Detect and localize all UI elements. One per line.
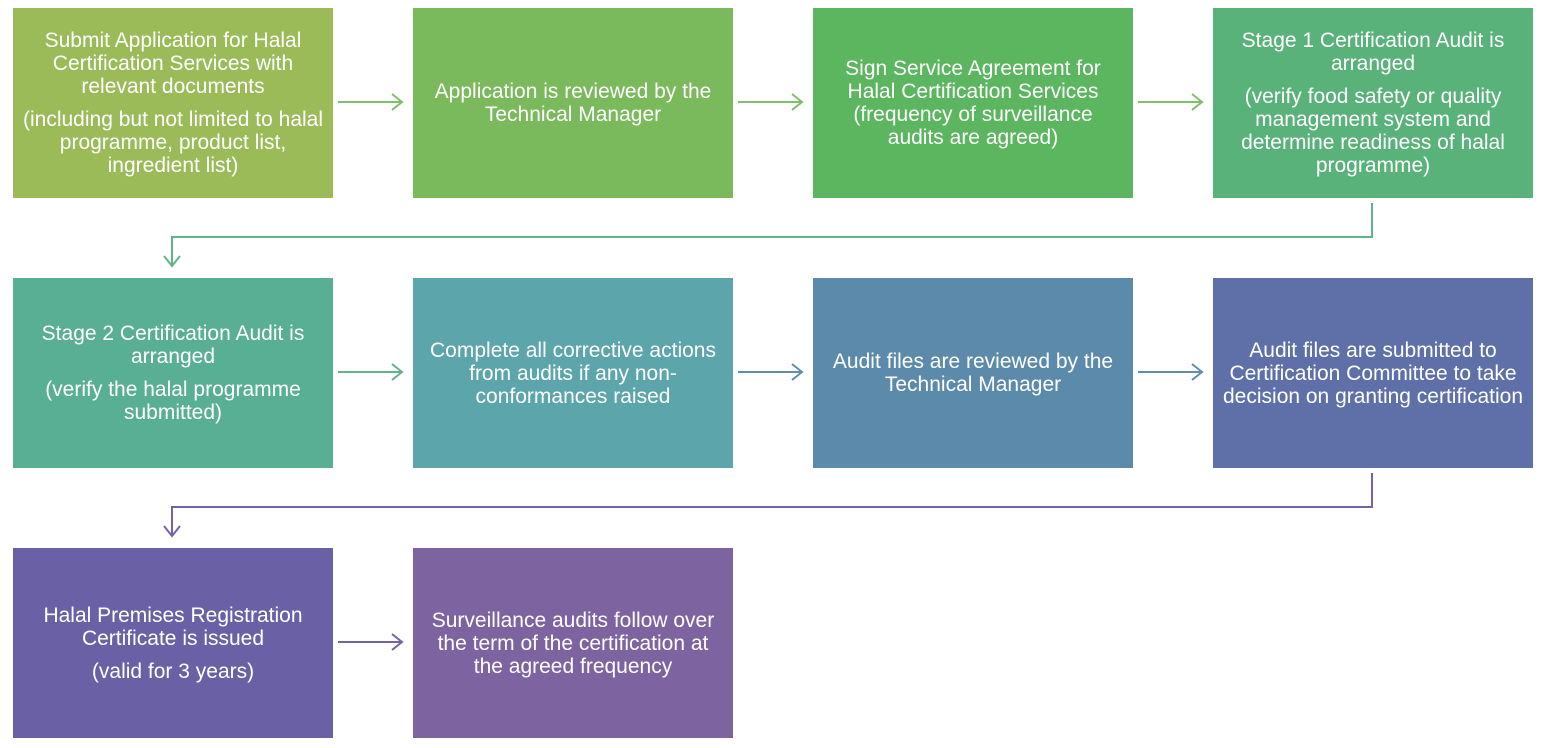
step-2-application-review: Application is reviewed by the Technical… bbox=[413, 8, 733, 198]
arrow-9-to-10 bbox=[338, 633, 404, 651]
step-10-text: Surveillance audits follow over the term… bbox=[431, 608, 715, 678]
step-9-note: (valid for 3 years) bbox=[91, 659, 255, 683]
arrow-8-to-9 bbox=[163, 473, 1373, 538]
step-6-corrective-actions: Complete all corrective actions from aud… bbox=[413, 278, 733, 468]
arrow-3-to-4 bbox=[1138, 93, 1204, 111]
step-7-text: Audit files are reviewed by the Technica… bbox=[832, 350, 1114, 396]
step-1-text: Submit Application for Halal Certificati… bbox=[44, 29, 302, 98]
step-1-note: (including but not limited to halal prog… bbox=[23, 108, 324, 177]
step-4-stage1-audit: Stage 1 Certification Audit is arranged … bbox=[1213, 8, 1533, 198]
arrow-6-to-7 bbox=[738, 363, 804, 381]
arrow-1-to-2 bbox=[338, 93, 404, 111]
step-5-text: Stage 2 Certification Audit is arranged bbox=[41, 322, 305, 368]
step-3-sign-agreement: Sign Service Agreement for Halal Certifi… bbox=[813, 8, 1133, 198]
step-3-text: Sign Service Agreement for Halal Certifi… bbox=[845, 57, 1101, 149]
step-4-text: Stage 1 Certification Audit is arranged bbox=[1241, 29, 1505, 75]
arrow-4-to-5 bbox=[163, 203, 1373, 268]
step-9-certificate-issued: Halal Premises Registration Certificate … bbox=[13, 548, 333, 738]
step-5-stage2-audit: Stage 2 Certification Audit is arranged … bbox=[13, 278, 333, 468]
step-2-text: Application is reviewed by the Technical… bbox=[434, 80, 712, 126]
step-1-submit-application: Submit Application for Halal Certificati… bbox=[13, 8, 333, 198]
arrow-5-to-6 bbox=[338, 363, 404, 381]
step-7-audit-files-review: Audit files are reviewed by the Technica… bbox=[813, 278, 1133, 468]
arrow-2-to-3 bbox=[738, 93, 804, 111]
step-4-note: (verify food safety or quality managemen… bbox=[1241, 85, 1505, 177]
step-8-committee-decision: Audit files are submitted to Certificati… bbox=[1213, 278, 1533, 468]
step-6-text: Complete all corrective actions from aud… bbox=[430, 338, 716, 408]
step-8-text: Audit files are submitted to Certificati… bbox=[1223, 338, 1524, 408]
step-10-surveillance-audits: Surveillance audits follow over the term… bbox=[413, 548, 733, 738]
arrow-7-to-8 bbox=[1138, 363, 1204, 381]
step-5-note: (verify the halal programme submitted) bbox=[45, 378, 301, 424]
step-9-text: Halal Premises Registration Certificate … bbox=[43, 603, 303, 650]
